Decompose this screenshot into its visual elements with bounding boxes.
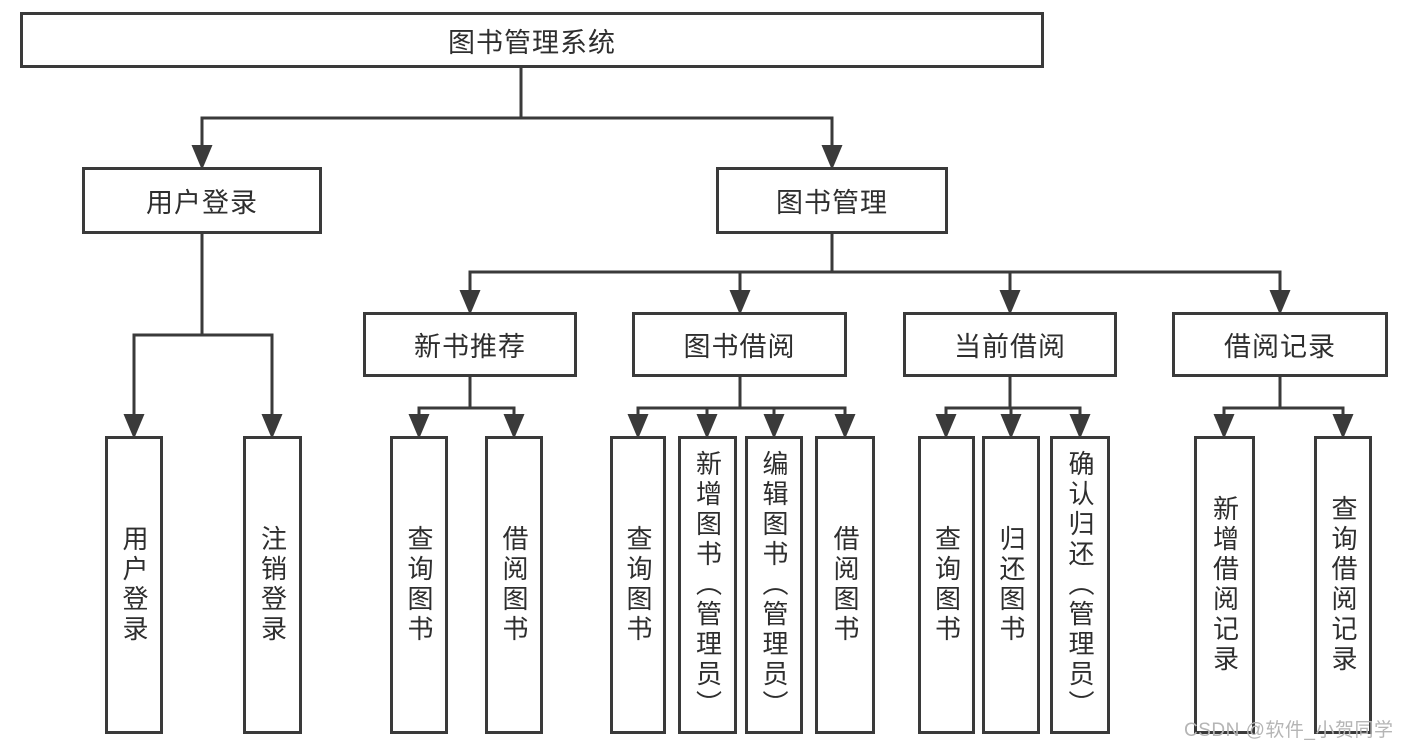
leaf-label: 新增图书（管理员） [692,450,723,720]
leaf-label: 查询借阅记录 [1328,495,1358,675]
leaf-label: 归还图书 [996,525,1026,645]
leaf-query-books-current: 查询图书 [918,436,975,734]
leaf-query-borrow-record: 查询借阅记录 [1314,436,1372,734]
csdn-watermark: CSDN @软件_小贺同学 [1184,720,1394,741]
leaf-label: 查询图书 [931,525,962,645]
node-library-management-system: 图书管理系统 [20,12,1044,68]
leaf-edit-book-admin: 编辑图书（管理员） [745,436,803,734]
leaf-label: 借阅图书 [830,525,860,645]
leaf-confirm-return-admin: 确认归还（管理员） [1050,436,1110,734]
leaf-add-borrow-record: 新增借阅记录 [1194,436,1255,734]
leaf-user-login: 用户登录 [105,436,163,734]
leaf-label: 确认归还（管理员） [1065,450,1095,720]
leaf-query-books-recommend: 查询图书 [390,436,448,734]
leaf-label: 用户登录 [119,525,149,645]
node-book-borrowing: 图书借阅 [632,312,847,377]
node-new-book-recommendation: 新书推荐 [363,312,577,377]
leaf-query-books-borrowing: 查询图书 [610,436,666,734]
leaf-add-book-admin: 新增图书（管理员） [678,436,737,734]
leaf-label: 编辑图书（管理员） [759,450,789,720]
leaf-borrow-books-recommend: 借阅图书 [485,436,543,734]
leaf-borrow-books-borrowing: 借阅图书 [815,436,875,734]
node-user-login: 用户登录 [82,167,322,234]
node-book-management: 图书管理 [716,167,948,234]
leaf-return-books: 归还图书 [982,436,1040,734]
leaf-label: 注销登录 [257,525,288,645]
leaf-label: 借阅图书 [499,525,529,645]
node-borrowing-records: 借阅记录 [1172,312,1388,377]
leaf-logout: 注销登录 [243,436,302,734]
leaf-label: 查询图书 [623,525,653,645]
leaf-label: 新增借阅记录 [1209,495,1240,675]
node-current-borrowing: 当前借阅 [903,312,1117,377]
leaf-label: 查询图书 [404,525,434,645]
